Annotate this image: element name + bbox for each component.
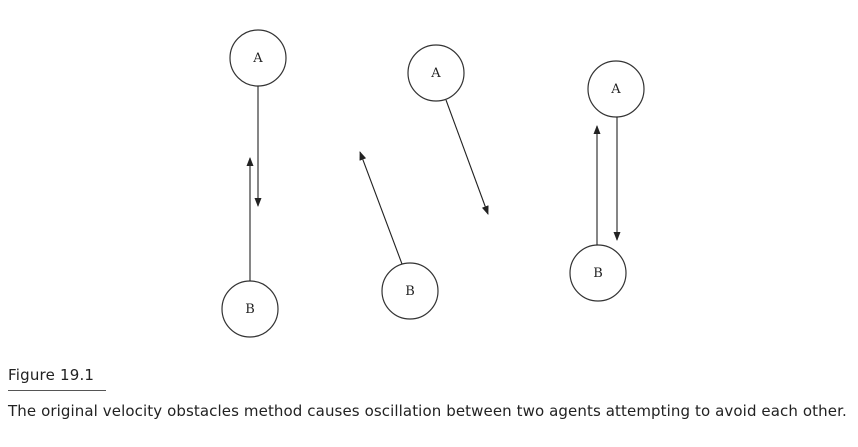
velocity-arrow-a <box>445 99 489 215</box>
panel-1: A B <box>221 29 287 338</box>
agent-b-node <box>381 262 439 320</box>
agent-b-label: B <box>593 266 603 281</box>
agent-a-label: A <box>430 66 441 81</box>
agent-b-node <box>569 244 627 302</box>
figure-label: Figure 19.1 <box>8 366 95 384</box>
agent-a-label: A <box>252 51 263 66</box>
velocity-arrow-b <box>359 151 403 265</box>
figure-caption: The original velocity obstacles method c… <box>8 402 847 420</box>
agent-a-node <box>587 60 645 118</box>
agent-a-label: A <box>610 82 621 97</box>
figure-label-underline <box>8 390 106 391</box>
agent-b-label: B <box>245 302 255 317</box>
agent-b-label: B <box>405 284 415 299</box>
agent-a-node <box>407 44 465 102</box>
panel-3: A B <box>569 60 645 302</box>
panel-2: A B <box>359 44 489 320</box>
oscillation-diagram: A B A B A B <box>221 29 645 338</box>
